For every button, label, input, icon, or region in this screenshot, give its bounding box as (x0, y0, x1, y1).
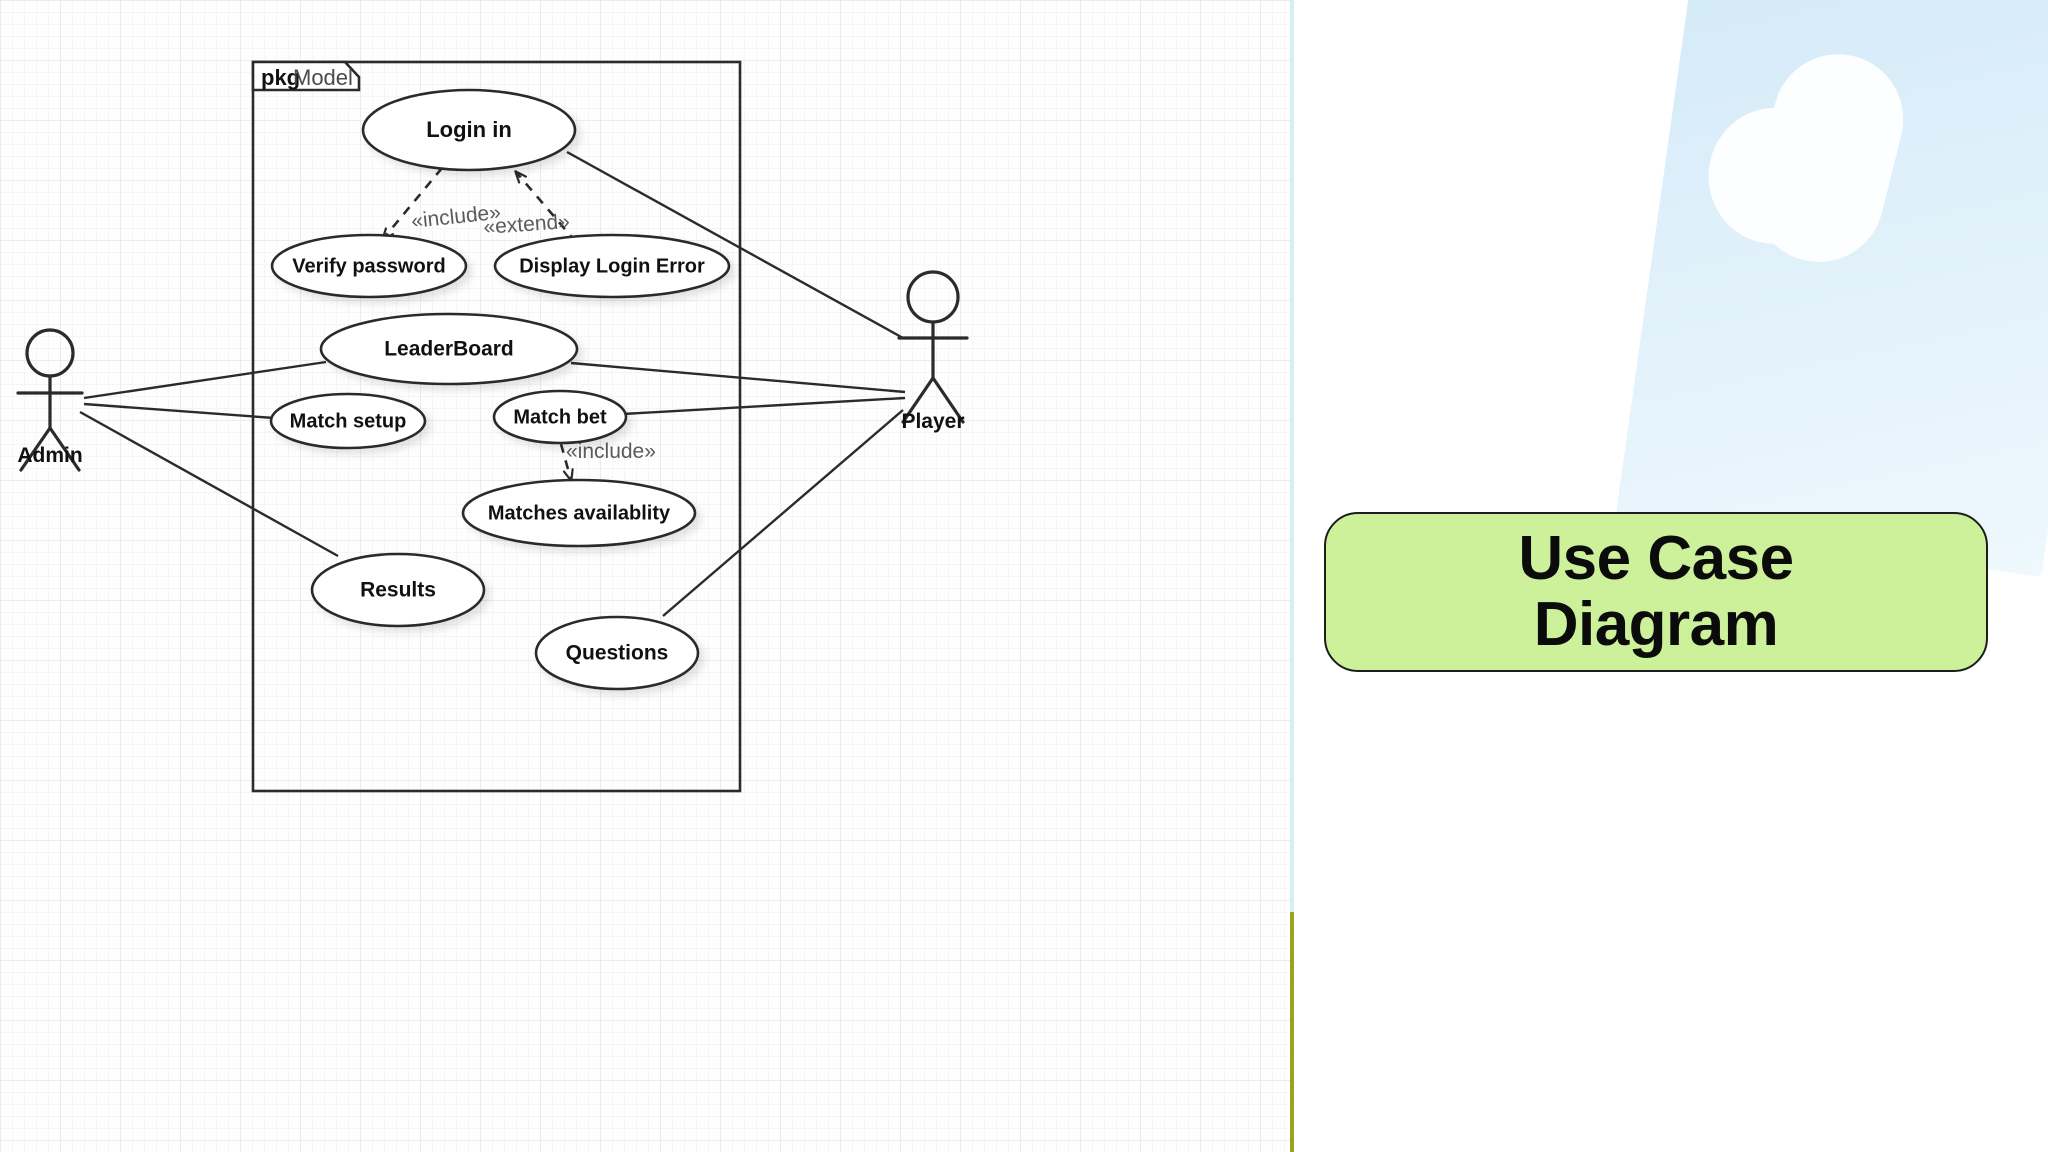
assoc-admin-results (79, 410, 339, 558)
panel-divider-top (1290, 0, 1294, 912)
dep-login-include-verify (383, 167, 443, 239)
stereotype-extend-error-login: «extend» (483, 210, 571, 239)
use-case-leaderboard[interactable]: LeaderBoard (319, 312, 579, 386)
actor-label: Player (901, 410, 964, 433)
use-case-results[interactable]: Results (310, 552, 486, 628)
actor-head-icon (906, 270, 960, 324)
use-case-ellipse[interactable] (492, 389, 628, 445)
assoc-player-leaderboard (570, 361, 906, 394)
package-frame: pkg Model (251, 60, 742, 793)
use-case-label: LeaderBoard (384, 338, 514, 361)
dependency-lines: Verify password --> Login in --> Matches… (383, 167, 577, 480)
actor-leg-right-icon (48, 426, 81, 472)
use-case-questions[interactable]: Questions (534, 615, 700, 691)
actor-leg-left-icon (19, 426, 52, 472)
use-case-match-bet[interactable]: Match bet (492, 389, 628, 445)
use-case-match-setup[interactable]: Match setup (269, 392, 427, 450)
use-case-matches-availability[interactable]: Matches availablity (461, 478, 697, 548)
use-case-ellipse[interactable] (461, 478, 697, 548)
use-case-ellipse[interactable] (270, 233, 468, 299)
slide-title-text: Use Case Diagram (1518, 524, 1794, 659)
use-case-label: Results (360, 579, 436, 602)
association-lines (79, 150, 906, 617)
use-case-ellipse[interactable] (361, 88, 577, 172)
use-case-login[interactable]: Login in (361, 88, 577, 172)
use-case-diagram-canvas: pkg Model Ver (0, 0, 1290, 1152)
use-case-label: Match setup (290, 410, 407, 432)
use-case-label: Login in (426, 117, 512, 142)
use-case-ellipse[interactable] (319, 312, 579, 386)
actor-head-icon (25, 328, 75, 378)
package-name: Model (293, 65, 353, 90)
assoc-admin-matchsetup (83, 402, 275, 420)
assoc-player-login (566, 150, 904, 340)
actor-label: Admin (17, 444, 82, 467)
package-keyword: pkg (261, 65, 300, 90)
actor-admin[interactable]: Admin (16, 328, 84, 472)
assoc-player-questions (662, 409, 904, 617)
slide-title-box: Use Case Diagram (1324, 512, 1988, 672)
actor-leg-left-icon (901, 376, 935, 424)
actor-leg-right-icon (931, 376, 965, 424)
assoc-player-matchbet (622, 396, 906, 416)
diagram-svg: pkg Model Ver (16, 60, 969, 793)
use-case-label: Matches availablity (488, 502, 671, 524)
panel-divider-accent (1290, 912, 1294, 1152)
slide-side-panel: Use Case Diagram (1290, 0, 2048, 1152)
assoc-admin-leaderboard (83, 360, 327, 400)
use-case-label: Match bet (513, 406, 607, 428)
use-case-display-login-error[interactable]: Display Login Error (493, 233, 731, 299)
use-case-label: Questions (566, 642, 669, 665)
use-case-label: Verify password (292, 255, 445, 277)
use-case-ellipse[interactable] (493, 233, 731, 299)
use-case-label: Display Login Error (519, 255, 705, 277)
actor-player[interactable]: Player (897, 270, 969, 433)
use-case-ellipse[interactable] (269, 392, 427, 450)
dep-matchbet-include-availability (559, 443, 571, 480)
use-case-verify-password[interactable]: Verify password (270, 233, 468, 299)
dep-error-extend-login (516, 172, 577, 243)
stereotype-include-bet-availability: «include» (566, 440, 656, 463)
decorative-blue-shape (1615, 0, 2048, 577)
use-case-ellipse[interactable] (310, 552, 486, 628)
use-case-ellipse[interactable] (534, 615, 700, 691)
